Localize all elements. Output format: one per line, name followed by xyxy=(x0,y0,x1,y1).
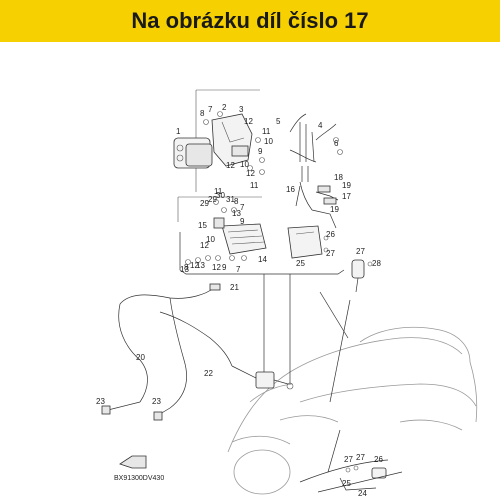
callout-15b: 7 xyxy=(236,265,241,274)
diagram-code: BX91300DV430 xyxy=(114,475,164,482)
callout-12c: 12 xyxy=(246,169,255,178)
callout-23: 23 xyxy=(96,397,105,406)
callout-11d: 8 xyxy=(184,263,189,272)
front-direction-arrow xyxy=(119,455,147,469)
callout-10: 10 xyxy=(264,137,273,146)
callout-29b: 27 xyxy=(326,249,335,258)
page-title: Na obrázku díl číslo 17 xyxy=(131,8,369,33)
callout-3: 3 xyxy=(239,105,244,114)
abs-bracket xyxy=(211,113,253,167)
brake-pipes xyxy=(289,113,343,229)
callout-11c: 13 xyxy=(180,265,189,274)
callout-4: 4 xyxy=(318,121,323,130)
callout-12: 12 xyxy=(244,117,253,126)
callout-9b: 30 xyxy=(216,191,225,200)
callout-16: 16 xyxy=(286,185,295,194)
title-banner: Na obrázku díl číslo 17 xyxy=(0,0,500,42)
bolt-set-lower xyxy=(185,255,247,265)
callout-24: 24 xyxy=(358,489,367,498)
callout-21: 21 xyxy=(230,283,239,292)
callout-7b: 29 xyxy=(200,199,209,208)
callout-5: 5 xyxy=(276,117,281,126)
callout-10b: 31 xyxy=(226,195,235,204)
callout-11b: 7 xyxy=(240,203,245,212)
abs-control-unit xyxy=(213,199,267,255)
callout-8b: 29 xyxy=(208,195,217,204)
callout-13b: 9 xyxy=(240,217,245,226)
callout-15: 15 xyxy=(198,221,207,230)
leader-lines xyxy=(263,274,351,473)
callout-7: 7 xyxy=(208,105,213,114)
callout-12e: 11 xyxy=(250,181,259,190)
callout-6: 6 xyxy=(334,139,339,148)
callout-12d: 8 xyxy=(234,197,239,206)
callout-27: 27 xyxy=(344,455,353,464)
abs-unit-installed xyxy=(255,371,294,390)
callout-23b: 23 xyxy=(152,397,161,406)
parts-diagram: 1 2 3 4 5 6 7 8 9 10 11 12 12 12 13 14 1… xyxy=(96,89,478,498)
protector-cover xyxy=(287,225,329,259)
callout-14: 14 xyxy=(258,255,267,264)
callout-26: 26 xyxy=(374,455,383,464)
callout-29: 26 xyxy=(326,230,335,239)
wheel-speed-sensor-rear xyxy=(299,459,403,493)
callout-8: 8 xyxy=(200,109,205,118)
callout-8c: 12 xyxy=(212,263,221,272)
callout-7c: 9 xyxy=(222,263,227,272)
abs-assembly-group xyxy=(173,89,373,293)
callout-18: 18 xyxy=(334,173,343,182)
wire-harness-group xyxy=(101,283,257,421)
callout-9c: 10 xyxy=(240,160,249,169)
callout-1: 1 xyxy=(176,127,181,136)
callout-19: 19 xyxy=(342,181,351,190)
callout-12b: 12 xyxy=(226,161,235,170)
callout-13c: 10 xyxy=(206,235,215,244)
callout-27b: 27 xyxy=(356,453,365,462)
callout-12f: 11 xyxy=(214,187,223,196)
callout-9d: 12 xyxy=(190,261,199,270)
callout-31: 28 xyxy=(372,259,381,268)
callout-9: 9 xyxy=(258,147,263,156)
callout-17: 17 xyxy=(342,192,351,201)
callout-22: 22 xyxy=(204,369,213,378)
bolt-set-upper xyxy=(203,111,265,175)
callout-25: 25 xyxy=(342,479,351,488)
callout-10d: 13 xyxy=(196,261,205,270)
callout-2: 2 xyxy=(222,103,227,112)
callout-13: 13 xyxy=(232,209,241,218)
callout-10c: 12 xyxy=(200,241,209,250)
callout-28: 25 xyxy=(296,259,305,268)
wheel-speed-sensor-front xyxy=(351,259,373,293)
callout-11: 11 xyxy=(262,127,271,136)
callout-20: 20 xyxy=(136,353,145,362)
callout-19b: 19 xyxy=(330,205,339,214)
scooter-outline xyxy=(227,326,478,495)
callout-30: 27 xyxy=(356,247,365,256)
abs-hydraulic-unit xyxy=(173,137,213,169)
